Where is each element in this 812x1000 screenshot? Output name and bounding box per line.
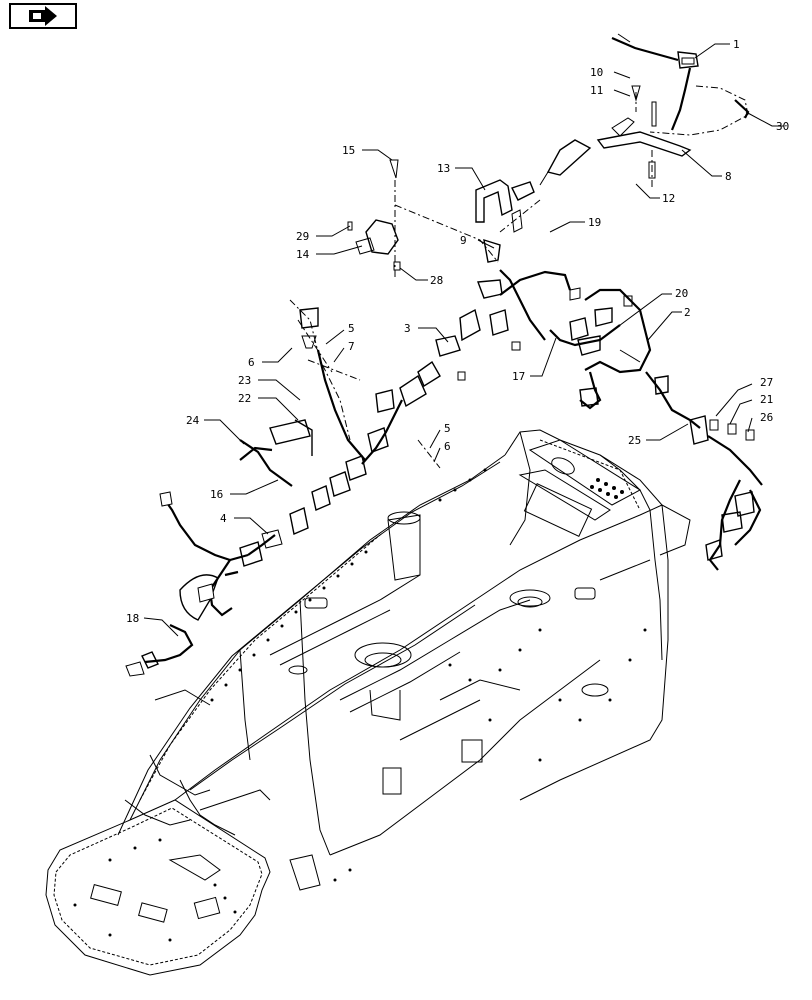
callout-21[interactable]: 21 (729, 393, 773, 425)
callout-6a[interactable]: 6 (248, 347, 293, 369)
callout-1-label: 1 (733, 38, 740, 51)
callout-19[interactable]: 19 (549, 216, 601, 233)
callout-18-label: 18 (126, 612, 139, 625)
callout-3[interactable]: 3 (404, 322, 449, 343)
callout-30[interactable]: 30 (745, 111, 789, 133)
callout-12[interactable]: 12 (635, 183, 675, 205)
center-harness (239, 159, 763, 571)
callout-21-label: 21 (760, 393, 773, 406)
callout-30-label: 30 (776, 120, 789, 133)
callout-27[interactable]: 27 (715, 376, 773, 417)
callout-25-label: 25 (628, 434, 641, 447)
callout-15-label: 15 (342, 144, 355, 157)
callout-5b[interactable]: 5 (429, 422, 451, 449)
callout-23[interactable]: 23 (238, 374, 301, 401)
callout-29[interactable]: 29 (296, 225, 351, 243)
next-page-arrow-icon (29, 6, 57, 26)
callout-16[interactable]: 16 (210, 479, 279, 501)
callout-28[interactable]: 28 (399, 267, 443, 287)
callout-22[interactable]: 22 (238, 392, 299, 421)
callout-14-label: 14 (296, 248, 310, 261)
callout-12-label: 12 (662, 192, 675, 205)
callout-6b[interactable]: 6 (433, 440, 451, 463)
callout-11-label: 11 (590, 84, 603, 97)
callout-26[interactable]: 26 (747, 411, 773, 433)
callout-17[interactable]: 17 (512, 337, 557, 383)
callout-22-label: 22 (238, 392, 251, 405)
callout-20-label: 20 (675, 287, 688, 300)
callout-29-label: 29 (296, 230, 309, 243)
callout-8-label: 8 (725, 170, 732, 183)
callout-8[interactable]: 8 (681, 149, 732, 183)
callout-labels: 1 30 10 11 8 12 13 15 19 9 29 14 28 20 2… (126, 38, 789, 637)
callout-23-label: 23 (238, 374, 251, 387)
callout-5b-label: 5 (444, 422, 451, 435)
callout-24-label: 24 (186, 414, 200, 427)
callout-2-label: 2 (684, 306, 691, 319)
callout-16-label: 16 (210, 488, 223, 501)
callout-7-label: 7 (348, 340, 355, 353)
callout-27-label: 27 (760, 376, 773, 389)
callout-14[interactable]: 14 (296, 245, 363, 261)
callout-9-label: 9 (460, 234, 467, 247)
upper-harness-assembly (475, 33, 750, 263)
callout-5a[interactable]: 5 (325, 322, 355, 345)
next-page-button[interactable] (9, 3, 77, 29)
callout-24[interactable]: 24 (186, 414, 245, 445)
callout-2[interactable]: 2 (647, 306, 691, 341)
callout-6b-label: 6 (444, 440, 451, 453)
callout-20[interactable]: 20 (599, 287, 688, 341)
callout-5a-label: 5 (348, 322, 355, 335)
callout-19-label: 19 (588, 216, 601, 229)
callout-7[interactable]: 7 (333, 340, 355, 363)
callout-3-label: 3 (404, 322, 411, 335)
callout-10-label: 10 (590, 66, 603, 79)
callout-4-label: 4 (220, 512, 227, 525)
callout-4[interactable]: 4 (220, 512, 269, 535)
chassis-frame (45, 429, 691, 976)
callout-15[interactable]: 15 (342, 144, 393, 161)
callout-26-label: 26 (760, 411, 773, 424)
callout-11[interactable]: 11 (590, 84, 631, 97)
callout-17-label: 17 (512, 370, 525, 383)
callout-1[interactable]: 1 (694, 38, 740, 59)
left-harness (125, 491, 276, 677)
callout-13-label: 13 (437, 162, 450, 175)
callout-10[interactable]: 10 (590, 66, 631, 79)
callout-25[interactable]: 25 (628, 423, 689, 447)
callout-28-label: 28 (430, 274, 443, 287)
callout-6a-label: 6 (248, 356, 255, 369)
callout-9[interactable]: 9 (460, 234, 495, 249)
callout-18[interactable]: 18 (126, 612, 179, 637)
callout-13[interactable]: 13 (437, 162, 486, 191)
